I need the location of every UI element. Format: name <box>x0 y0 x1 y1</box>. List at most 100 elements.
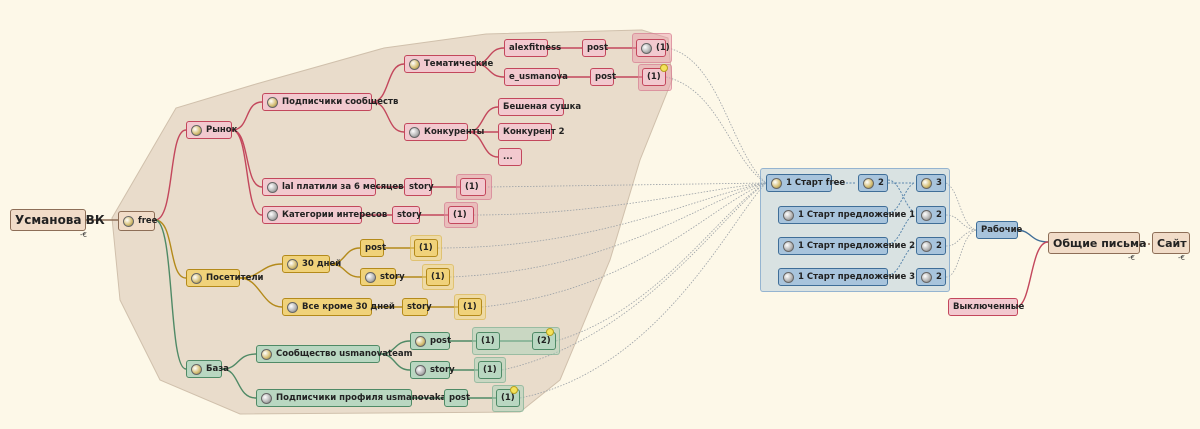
disabled-node[interactable]: Выключенные <box>948 298 1024 316</box>
start-offer3-node[interactable]: 1 Старт предложение 3 <box>778 268 915 286</box>
community-count2-node[interactable]: (2) <box>532 332 556 350</box>
sphere-icon <box>415 364 426 376</box>
market-node[interactable]: Рынок <box>186 121 237 139</box>
sphere-icon <box>783 240 794 252</box>
competitors-node[interactable]: Конкуренты <box>404 123 484 141</box>
profile-post-node[interactable]: post <box>444 389 471 407</box>
alexfitness-post-node[interactable]: post <box>582 39 609 57</box>
visitors-node[interactable]: Посетители <box>186 269 264 287</box>
thematic-node[interactable]: Тематические <box>404 55 493 73</box>
root-node[interactable]: Усманова ВК <box>10 209 105 231</box>
story-label: story <box>380 272 405 282</box>
days30-label: 30 дней <box>302 259 342 269</box>
free-node[interactable]: free <box>118 211 158 231</box>
sphere-icon <box>783 271 794 283</box>
community-story-count-node[interactable]: (1) <box>478 361 502 379</box>
start-offer3-label: 1 Старт предложение 3 <box>798 272 916 282</box>
check-icon <box>409 58 420 70</box>
working-node[interactable]: Рабочие <box>976 221 1022 239</box>
start-offer2-step2[interactable]: 2 <box>916 237 946 255</box>
check-icon <box>191 363 202 375</box>
start-free-label: 1 Старт free <box>786 178 846 188</box>
alexfitness-label: alexfitness <box>509 43 562 53</box>
days30-story-count-node[interactable]: (1) <box>426 268 450 286</box>
start-offer2-node[interactable]: 1 Старт предложение 2 <box>778 237 915 255</box>
count-label: (2) <box>537 336 551 346</box>
paid6-story-node[interactable]: story <box>404 178 434 196</box>
count-label: (1) <box>483 365 497 375</box>
visitors-label: Посетители <box>206 273 264 283</box>
days30-node[interactable]: 30 дней <box>282 255 341 273</box>
start-offer3-step2[interactable]: 2 <box>916 268 946 286</box>
interests-count-node[interactable]: (1) <box>448 206 474 224</box>
all-except-count-node[interactable]: (1) <box>458 298 482 316</box>
base-label: База <box>206 364 229 374</box>
general-letters-node[interactable]: Общие письма <box>1048 232 1146 254</box>
check-icon <box>261 348 272 360</box>
step-label: 2 <box>936 272 942 282</box>
community-count1-node[interactable]: (1) <box>476 332 500 350</box>
check-icon <box>771 177 782 189</box>
start-offer1-step2[interactable]: 2 <box>916 206 946 224</box>
post-label: post <box>365 243 387 253</box>
count-label: (1) <box>501 393 515 403</box>
check-icon <box>415 335 426 347</box>
check-icon <box>267 96 278 108</box>
story-label: story <box>409 182 434 192</box>
sphere-icon <box>641 42 652 54</box>
interests-story-node[interactable]: story <box>392 206 422 224</box>
free-label: free <box>138 216 158 226</box>
step-label: 2 <box>936 210 942 220</box>
sphere-icon <box>261 392 272 404</box>
sphere-icon <box>365 271 376 283</box>
all-except-story-node[interactable]: story <box>402 298 432 316</box>
competitor2-node[interactable]: Конкурент 2 <box>498 123 565 141</box>
sphere-icon <box>921 209 932 221</box>
paid6-node[interactable]: lal платили за 6 месяцев <box>262 178 404 196</box>
start-free-step3[interactable]: 3 <box>916 174 946 192</box>
subscribers-communities-node[interactable]: Подписчики сообществ <box>262 93 398 111</box>
community-team-node[interactable]: Сообщество usmanovateam <box>256 345 412 363</box>
all-except-node[interactable]: Все кроме 30 дней <box>282 298 395 316</box>
check-icon <box>191 272 202 284</box>
community-story-node[interactable]: story <box>410 361 455 379</box>
more-label: ... <box>503 152 513 162</box>
days30-post-count-node[interactable]: (1) <box>414 239 438 257</box>
start-free-node[interactable]: 1 Старт free <box>766 174 845 192</box>
more-node[interactable]: ... <box>498 148 522 166</box>
community-post-node[interactable]: post <box>410 332 451 350</box>
story-label: story <box>407 302 432 312</box>
interests-node[interactable]: Категории интересов <box>262 206 387 224</box>
note-icon: -€ <box>80 231 87 239</box>
start-free-step2[interactable]: 2 <box>858 174 888 192</box>
crazy-dry-node[interactable]: Бешеная сушка <box>498 98 581 116</box>
count-label: (1) <box>419 243 433 253</box>
step-label: 2 <box>878 178 884 188</box>
star-icon <box>510 386 518 394</box>
root-label: Усманова ВК <box>15 213 105 227</box>
days30-story-node[interactable]: story <box>360 268 405 286</box>
count-label: (1) <box>431 272 445 282</box>
base-node[interactable]: База <box>186 360 229 378</box>
check-icon <box>191 124 202 136</box>
sphere-icon <box>921 271 932 283</box>
post-label: post <box>587 43 609 53</box>
profile-sub-node[interactable]: Подписчики профиля usmanovakate <box>256 389 456 407</box>
step-label: 3 <box>936 178 942 188</box>
post-label: post <box>449 393 471 403</box>
days30-post-node[interactable]: post <box>360 239 387 257</box>
e-usmanova-node[interactable]: e_usmanova <box>504 68 568 86</box>
start-offer1-node[interactable]: 1 Старт предложение 1 <box>778 206 915 224</box>
alexfitness-count-node[interactable]: (1) <box>636 39 670 57</box>
site-node[interactable]: Сайт <box>1152 232 1190 254</box>
e-usmanova-count-node[interactable]: (1) <box>642 68 666 86</box>
e-usmanova-post-node[interactable]: post <box>590 68 617 86</box>
count-label: (1) <box>465 182 479 192</box>
story-label: story <box>397 210 422 220</box>
alexfitness-node[interactable]: alexfitness <box>504 39 561 57</box>
profile-sub-label: Подписчики профиля usmanovakate <box>276 393 457 403</box>
paid6-count-node[interactable]: (1) <box>460 178 486 196</box>
post-label: post <box>595 72 617 82</box>
competitor2-label: Конкурент 2 <box>503 127 565 137</box>
